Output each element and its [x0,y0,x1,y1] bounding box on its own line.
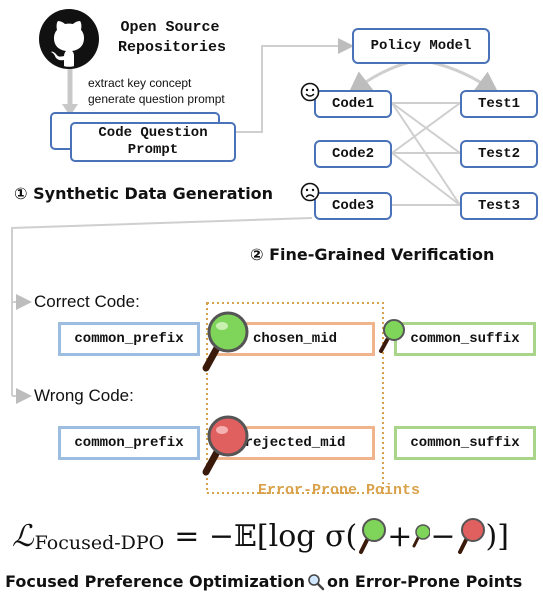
code2-label: Code2 [331,146,374,162]
formula-magnifier-red-icon [457,518,485,554]
magnifier-small-green-icon [379,319,405,353]
magnifier-red-icon [202,415,249,476]
test2-label: Test2 [477,146,520,162]
magnifier-green-icon [202,311,249,372]
formula-magnifier-green-icon [359,518,387,554]
footer-text-after: on Error-Prone Points [326,572,523,591]
correct-prefix-box: common_prefix [58,322,200,356]
test3-node: Test3 [460,192,538,220]
correct-suffix-box: common_suffix [394,322,536,356]
footer-caption: ③ Focused Preference Optimization on Err… [0,572,522,591]
code3-node: Code3 [314,192,392,220]
rejected-mid-label: rejected_mid [244,435,346,451]
prompt-line2: Prompt [127,142,179,158]
formula-plus: + [387,518,413,554]
code1-label: Code1 [331,96,374,112]
wrong-prefix-box: common_prefix [58,426,200,460]
extract-line2: generate question prompt [88,92,225,106]
wrong-code-label: Wrong Code: [34,386,134,405]
code1-node: Code1 [314,90,392,118]
repo-title: Open Source Repositories [118,18,227,58]
magnifier-small-icon [308,573,325,590]
test1-label: Test1 [477,96,520,112]
code3-label: Code3 [331,198,374,214]
focused-dpo-formula: ℒ Focused-DPO = −𝔼[log σ( + − )] [12,512,509,560]
github-logo-icon [39,9,99,69]
error-prone-region [206,302,384,494]
extract-line1: extract key concept [88,76,192,90]
chosen-mid-label: chosen_mid [252,331,337,347]
test3-label: Test3 [477,198,520,214]
smile-face-icon [300,82,320,102]
policy-model-node: Policy Model [352,28,490,64]
wrong-suffix-box: common_suffix [394,426,536,460]
formula-magnifier-small-icon [412,524,431,548]
repo-title-line2: Repositories [118,39,227,56]
test2-node: Test2 [460,140,538,168]
formula-subscript: Focused-DPO [34,532,165,554]
footer-text-before: ③ Focused Preference Optimization [0,572,305,591]
code-question-prompt: Code Question Prompt [70,122,236,162]
correct-code-label: Correct Code: [34,292,140,311]
correct-prefix-label: common_prefix [74,331,184,347]
formula-minus: − [430,518,456,554]
step1-title: ① Synthetic Data Generation [14,184,274,203]
formula-close: )] [485,518,509,554]
correct-suffix-label: common_suffix [410,331,520,347]
prompt-line1: Code Question [98,125,208,141]
frown-face-icon [300,182,320,202]
repo-title-line1: Open Source [120,19,220,36]
wrong-prefix-label: common_prefix [74,435,184,451]
policy-model-label: Policy Model [370,38,472,54]
wrong-suffix-label: common_suffix [410,435,520,451]
test1-node: Test1 [460,90,538,118]
formula-equals: = −𝔼[log σ( [174,518,358,554]
code2-node: Code2 [314,140,392,168]
extract-caption: extract key concept generate question pr… [88,75,225,107]
formula-lhs: ℒ [12,518,34,554]
error-prone-label: Error-Prone Points [258,482,421,499]
step2-title: ② Fine-Grained Verification [250,245,495,264]
